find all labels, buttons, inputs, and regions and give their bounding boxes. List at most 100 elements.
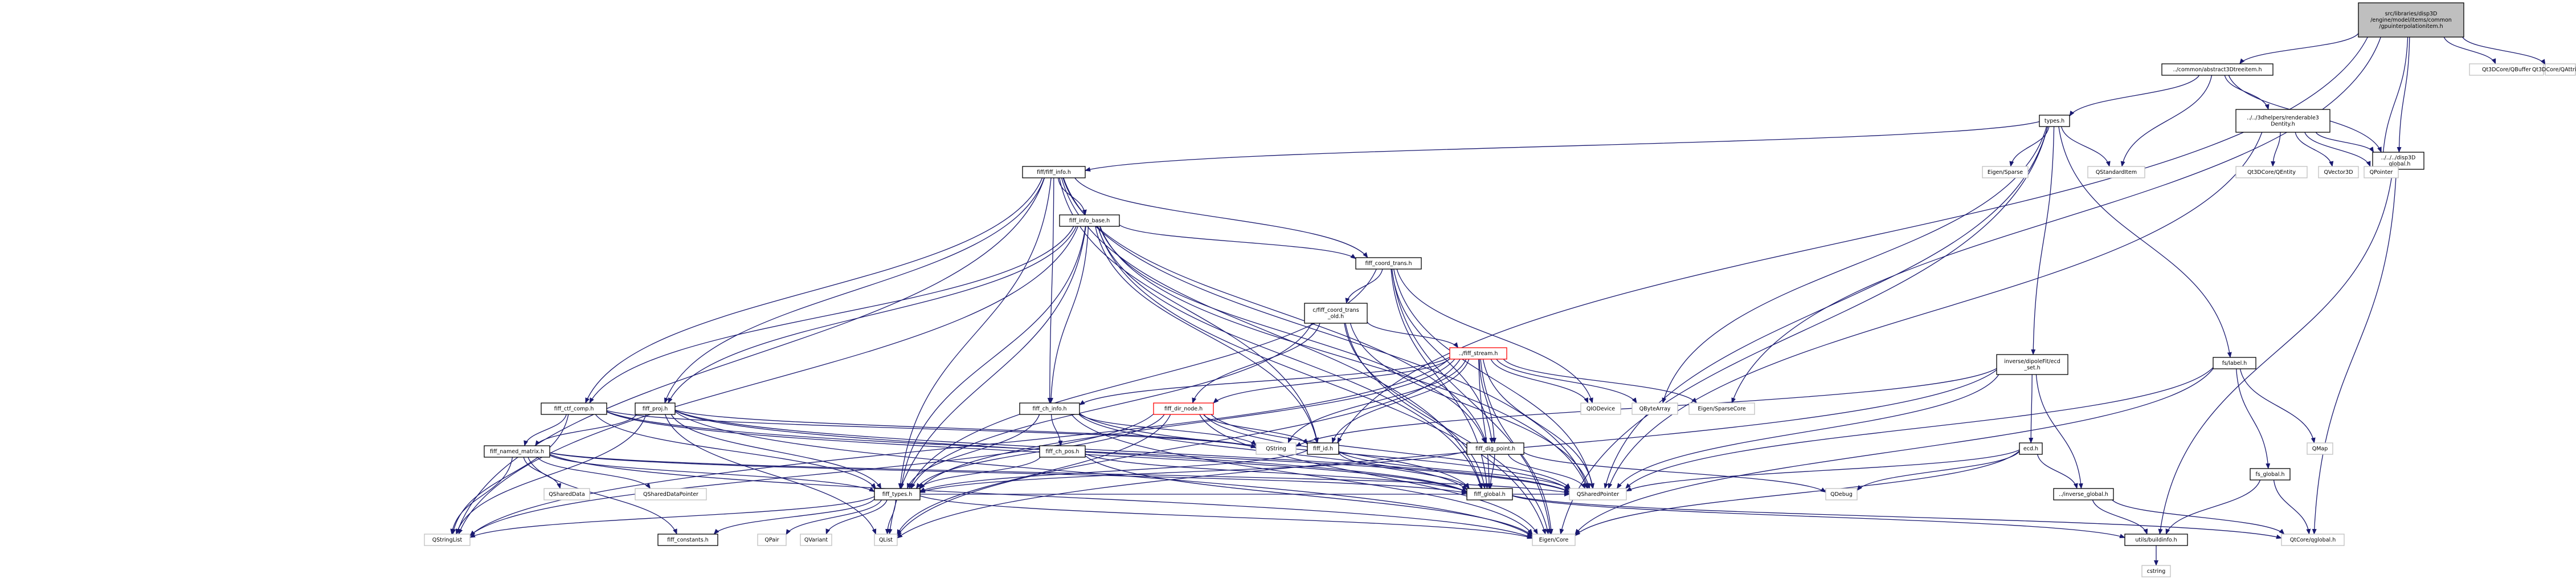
node-fiffnamedmatrix[interactable]: fiff_named_matrix.h bbox=[484, 445, 550, 458]
node-box bbox=[1688, 402, 1755, 415]
node-label: QVariant bbox=[804, 537, 828, 543]
edge-line bbox=[1478, 359, 1492, 489]
edge-fiffchpos-to-fiffglobal bbox=[1085, 453, 1467, 493]
node-fiffproj[interactable]: fiff_proj.h bbox=[635, 402, 676, 415]
edge-fifftypes-to-qvariant bbox=[825, 499, 888, 535]
node-fiffchinfo[interactable]: fiff_ch_info.h bbox=[1019, 402, 1080, 415]
node-label: QDebug bbox=[1830, 491, 1853, 498]
edge-line bbox=[1345, 323, 1550, 535]
node-label: Eigen/Sparse bbox=[1988, 169, 2023, 176]
edge-line bbox=[1575, 450, 2020, 536]
node-label: inverse/dipoleFit/ecd bbox=[2004, 359, 2060, 365]
edge-fiffstream-to-fiffid bbox=[1331, 359, 1470, 443]
edge-line bbox=[919, 359, 1455, 490]
node-qbytearray: QByteArray bbox=[1632, 402, 1678, 415]
node-fiffctfcomp[interactable]: fiff_ctf_comp.h bbox=[541, 402, 607, 415]
edge-fiffnamedmatrix-to-qsharedpointer bbox=[549, 452, 1570, 495]
node-abstract3d[interactable]: ../common/abstract3Dtreeitem.h bbox=[2161, 63, 2274, 76]
edge-line bbox=[585, 177, 1043, 404]
node-ecdh[interactable]: ecd.h bbox=[2019, 442, 2043, 455]
node-fiffstream[interactable]: ../fiff_stream.h bbox=[1449, 347, 1507, 360]
edge-line bbox=[549, 452, 1467, 495]
node-invglobal[interactable]: ../inverse_global.h bbox=[2053, 488, 2114, 500]
node-root[interactable]: src/libraries/disp3D/engine/model/items/… bbox=[2358, 2, 2464, 38]
node-buildinfo[interactable]: utils/buildinfo.h bbox=[2124, 534, 2188, 546]
node-fiffinfobase[interactable]: fiff_info_base.h bbox=[1059, 214, 1120, 227]
node-box bbox=[2039, 115, 2070, 127]
node-cstring: cstring bbox=[2141, 565, 2171, 577]
node-cfiffcoordtrans[interactable]: c/fiff_coord_trans_old.h bbox=[1304, 303, 1368, 324]
node-qsharedpointer: QSharedPointer bbox=[1569, 488, 1627, 500]
edge-fifftypes-to-eigencore bbox=[919, 495, 1533, 539]
edge-fiffchpos-to-eigencore bbox=[1085, 455, 1533, 536]
node-label: /engine/model/items/common bbox=[2370, 17, 2452, 23]
edge-line bbox=[2271, 132, 2281, 167]
edge-line bbox=[456, 177, 1045, 535]
edge-abstract3d-to-renderable bbox=[2224, 75, 2270, 110]
edge-fiffcoordtrans-to-qsharedpointer bbox=[1393, 268, 1594, 489]
edge-fiffdigpoint-to-fifftypes bbox=[919, 450, 1467, 493]
node-fiffchpos[interactable]: fiff_ch_pos.h bbox=[1039, 445, 1086, 458]
node-label: _old.h bbox=[1327, 314, 1344, 320]
edge-root-to-qpointer bbox=[2380, 36, 2409, 167]
node-fsfslabel[interactable]: fs/label.h bbox=[2213, 357, 2256, 369]
node-label: ../common/abstract3Dtreeitem.h bbox=[2173, 67, 2262, 73]
edge-line bbox=[1616, 374, 2000, 489]
edge-fiffstream-to-qstringlist bbox=[469, 358, 1450, 536]
node-box bbox=[757, 534, 787, 546]
edge-ecdh-to-qdebug bbox=[1857, 451, 2020, 491]
edge-line bbox=[1344, 323, 1486, 489]
node-fiffid[interactable]: fiff_id.h bbox=[1307, 442, 1339, 455]
edge-fiffinfo-to-fiffcoordtrans bbox=[1074, 177, 1368, 258]
edge-line bbox=[1488, 454, 1495, 489]
node-label: Dentity.h bbox=[2271, 121, 2295, 128]
edge-line bbox=[1061, 177, 1483, 489]
edge-fiffdigpoint-to-qsharedpointer bbox=[1507, 454, 1586, 489]
edge-line bbox=[589, 226, 1074, 404]
edge-line bbox=[1503, 359, 1698, 404]
node-qlist: QList bbox=[874, 534, 898, 546]
node-fiffcoordtrans[interactable]: fiff_coord_trans.h bbox=[1355, 257, 1422, 270]
edge-fiffchinfo-to-fiffchpos bbox=[1050, 414, 1063, 446]
edge-cfiffcoordtrans-to-fifftypes bbox=[910, 323, 1312, 489]
edge-invdipole-to-ecdh bbox=[2029, 374, 2034, 443]
node-qmap: QMap bbox=[2307, 442, 2333, 455]
edge-fiffnamedmatrix-to-fiffglobal bbox=[549, 452, 1467, 495]
node-fsglobal[interactable]: fs_global.h bbox=[2250, 468, 2291, 481]
node-invdipole[interactable]: inverse/dipoleFit/ecd_set.h bbox=[1996, 354, 2068, 375]
node-label: fiff_ch_pos.h bbox=[1045, 449, 1079, 455]
edge-line bbox=[1062, 177, 1487, 443]
edge-line bbox=[2037, 454, 2078, 489]
node-label: QByteArray bbox=[1639, 406, 1671, 412]
edge-cfiffcoordtrans-to-qsharedpointer bbox=[1350, 323, 1590, 489]
edge-line bbox=[2035, 374, 2083, 489]
edge-line bbox=[664, 177, 1045, 404]
edge-root-to-fiffid bbox=[1337, 36, 2368, 443]
edge-line bbox=[2060, 126, 2111, 167]
node-label: fiff/fiff_info.h bbox=[1037, 169, 1071, 176]
node-fiffinfo[interactable]: fiff/fiff_info.h bbox=[1022, 166, 1086, 178]
edge-line bbox=[1331, 359, 1470, 443]
node-typesh[interactable]: types.h bbox=[2039, 115, 2070, 127]
node-fiffconstants[interactable]: fiff_constants.h bbox=[657, 534, 718, 546]
node-fiffdigpoint[interactable]: fiff_dig_point.h bbox=[1466, 442, 1524, 455]
edge-line bbox=[713, 499, 875, 535]
node-label: cstring bbox=[2147, 568, 2166, 575]
node-box bbox=[1982, 166, 2029, 178]
edge-line bbox=[1213, 358, 1450, 404]
edge-fiffid-to-qsharedpointer bbox=[1338, 451, 1570, 490]
node-fiffdirnode[interactable]: fiff_dir_node.h bbox=[1153, 402, 1214, 415]
node-label: QStandardItem bbox=[2096, 169, 2137, 176]
edge-line bbox=[1063, 177, 1589, 489]
node-box bbox=[2235, 109, 2330, 133]
edge-line bbox=[606, 411, 1570, 493]
edge-line bbox=[2239, 368, 2316, 443]
node-box bbox=[1996, 354, 2068, 375]
edge-line bbox=[1079, 356, 1450, 405]
node-fifftypes[interactable]: fiff_types.h bbox=[874, 488, 921, 500]
edge-typesh-to-qsharedpointer bbox=[1604, 126, 2048, 489]
node-fiffglobal[interactable]: fiff_global.h bbox=[1466, 488, 1513, 500]
node-label: QMap bbox=[2312, 446, 2328, 452]
